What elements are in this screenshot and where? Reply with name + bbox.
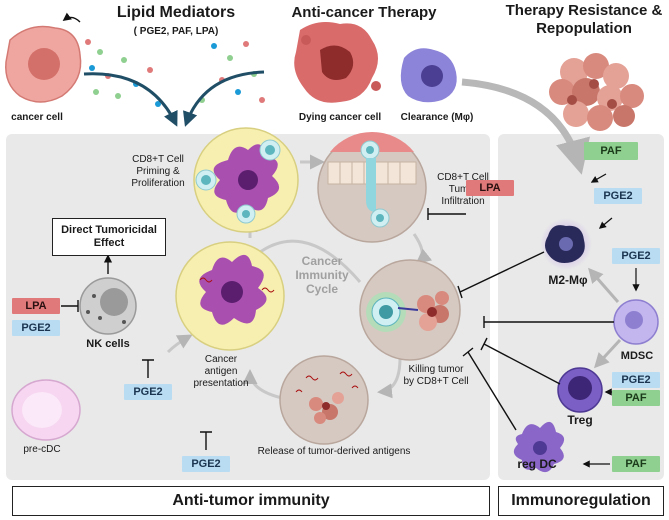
- killing-stage-circle: [359, 259, 461, 361]
- pge2-tag-treg: PGE2: [612, 372, 660, 388]
- pre-cdc-label: pre-cDC: [23, 444, 61, 455]
- reg-dc-icon: [513, 421, 565, 473]
- repopulation-title: Repopulation: [536, 20, 632, 37]
- infiltration-label-1: CD8+T Cell: [437, 172, 489, 183]
- mdsc-label: MDSC: [620, 350, 654, 362]
- lipid-mediators-subtitle: ( PGE2, PAF, LPA): [133, 26, 219, 37]
- treg-label: Treg: [567, 413, 593, 427]
- anti-tumor-immunity-box: Anti-tumor immunity: [12, 486, 490, 516]
- presentation-stage-circle: [175, 241, 285, 351]
- killing-label-2: by CD8+T Cell: [403, 376, 469, 387]
- priming-stage-circle: [193, 127, 299, 233]
- killing-label-1: Killing tumor: [408, 364, 464, 375]
- infiltration-stage-circle: [317, 131, 427, 243]
- treg-icon: [557, 367, 603, 413]
- macrophage-icon: [400, 48, 457, 103]
- cycle-center-1: Cancer: [301, 254, 343, 268]
- presentation-label-2: antigen: [204, 366, 238, 377]
- clearance-label: Clearance (Mφ): [400, 112, 474, 123]
- tumoricidal-label-1: Direct Tumoricidal: [61, 224, 157, 236]
- therapy-resistance-title: Therapy Resistance &: [505, 2, 663, 19]
- paf-tag-treg: PAF: [612, 390, 660, 406]
- lpa-tag-nk: LPA: [12, 298, 60, 314]
- paf-tag-top: PAF: [584, 142, 638, 160]
- infiltration-label-2: Tumor: [448, 184, 478, 195]
- pge2-tag-nk: PGE2: [12, 320, 60, 336]
- release-stage-circle: [279, 355, 369, 445]
- presentation-label-1: Cancer: [204, 354, 238, 365]
- pre-cdc-icon: [11, 379, 81, 441]
- m2-label: M2-Mφ: [548, 273, 588, 287]
- lpa-tag-infiltration: LPA: [466, 180, 514, 196]
- pge2-tag-precdc: PGE2: [124, 384, 172, 400]
- anti-cancer-therapy-title: Anti-cancer Therapy: [291, 4, 437, 21]
- pge2-tag-m2: PGE2: [594, 188, 642, 204]
- pge2-tag-mdsc: PGE2: [612, 248, 660, 264]
- priming-label-2: Priming &: [136, 166, 180, 177]
- immunoregulation-box: Immunoregulation: [498, 486, 664, 516]
- priming-label-1: CD8+T Cell: [132, 154, 184, 165]
- nk-cells-label: NK cells: [86, 338, 130, 350]
- priming-label-3: Proliferation: [131, 178, 185, 189]
- paf-tag-regdc: PAF: [612, 456, 660, 472]
- m2-macrophage-icon: [540, 218, 592, 270]
- dying-cancer-cell-icon: [294, 22, 381, 103]
- tumoricidal-label-2: Effect: [93, 237, 125, 249]
- mdsc-icon: [613, 299, 659, 345]
- nk-cell-icon: [79, 277, 137, 335]
- presentation-label-3: presentation: [193, 378, 249, 389]
- cancer-cell-icon: [5, 25, 82, 103]
- cycle-center-3: Cycle: [305, 282, 339, 296]
- cancer-cell-label: cancer cell: [11, 112, 63, 123]
- lipid-mediators-title: Lipid Mediators: [116, 4, 236, 21]
- infiltration-label-3: Infiltration: [441, 196, 485, 207]
- tumoricidal-box: [52, 218, 166, 256]
- release-label: Release of tumor-derived antigens: [257, 446, 411, 457]
- reg-dc-label: reg DC: [517, 457, 557, 471]
- dying-cancer-cell-label: Dying cancer cell: [298, 112, 382, 123]
- tumor-cluster-icon: [549, 53, 644, 131]
- pge2-tag-presentation: PGE2: [182, 456, 230, 472]
- lipid-particles: [85, 39, 265, 107]
- cycle-center-2: Immunity: [295, 268, 349, 282]
